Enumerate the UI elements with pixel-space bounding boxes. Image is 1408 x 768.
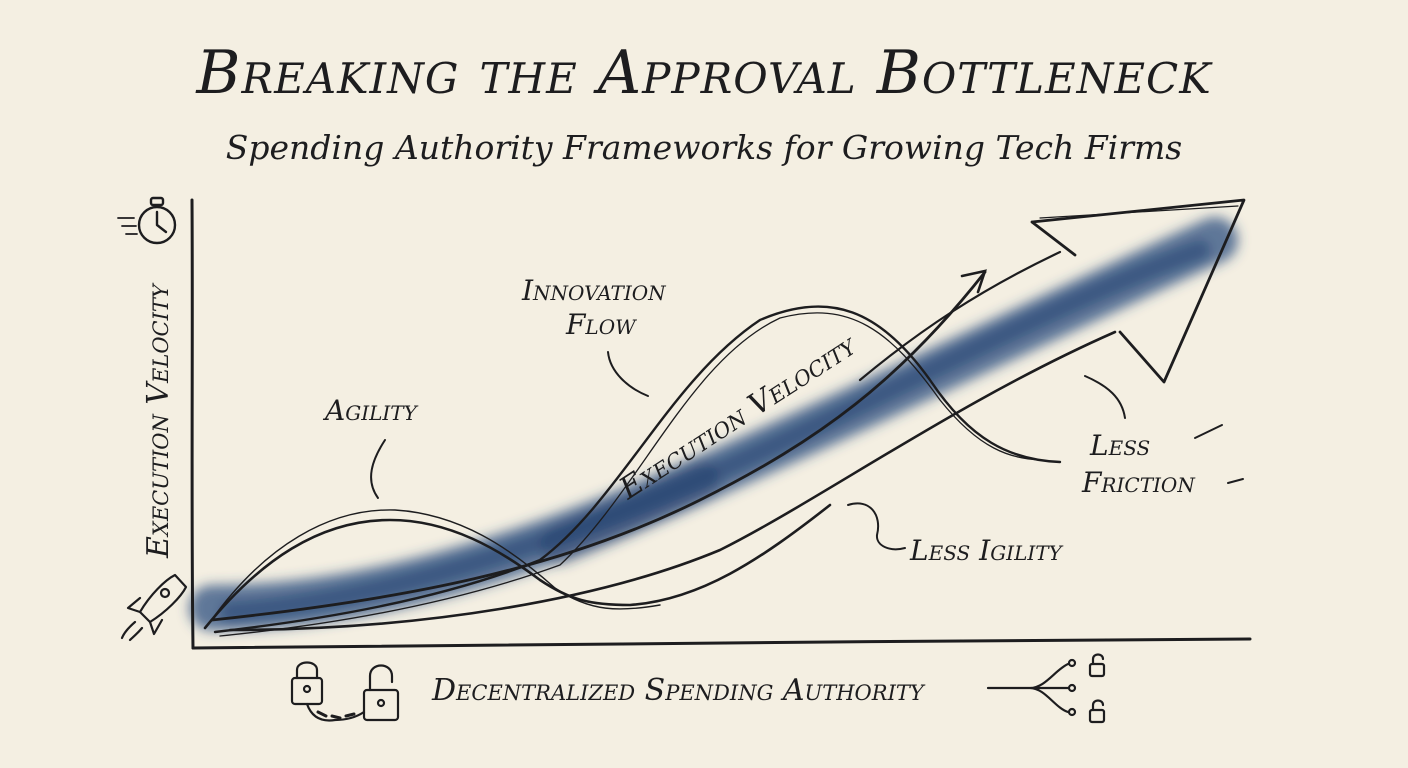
innovation-leader [607,351,649,397]
less-igility-leader [847,502,906,551]
less-friction-label-line2: Friction [1081,466,1196,499]
innovation-curve [213,305,1062,634]
innovation-flow-label-line2: Flow [565,308,637,341]
stopwatch-icon [117,196,177,245]
branching-unlocked-icon [986,653,1106,724]
friction-tick-1 [1194,424,1223,439]
watercolor-band [189,217,1238,631]
friction-tick-2 [1227,478,1244,484]
less-igility-label: Less Igility [909,534,1064,567]
innovation-flow-label-line1: Innovation [521,274,667,307]
agility-label: Agility [322,394,419,427]
execution-velocity-line [210,270,987,622]
less-friction-label-line1: Less [1089,429,1150,462]
upper-rise-line [858,250,1062,382]
leader-lines [370,351,1244,551]
page-title: Breaking the Approval Bottleneck [196,38,1212,108]
less-friction-leader [1084,375,1126,419]
page-subtitle: Spending Authority Frameworks for Growin… [225,128,1183,167]
y-axis-label: Execution Velocity [141,282,176,559]
lower-rise-line [228,330,1117,632]
x-axis-line [191,637,1252,650]
big-arrowhead-echo [1039,205,1239,219]
sketch-curves [203,198,1246,637]
rocket-icon [120,573,188,642]
locked-padlocks-icon [290,661,400,722]
x-axis-label: Decentralized Spending Authority [431,673,926,708]
agility-curve-echo [209,509,661,623]
axes [190,198,1252,650]
agility-leader [370,439,386,499]
y-axis-line [190,198,195,650]
innovation-curve-echo [219,312,1041,637]
agility-curve [203,503,832,630]
big-arrowhead [1030,198,1246,384]
execution-arrowhead [960,269,987,294]
